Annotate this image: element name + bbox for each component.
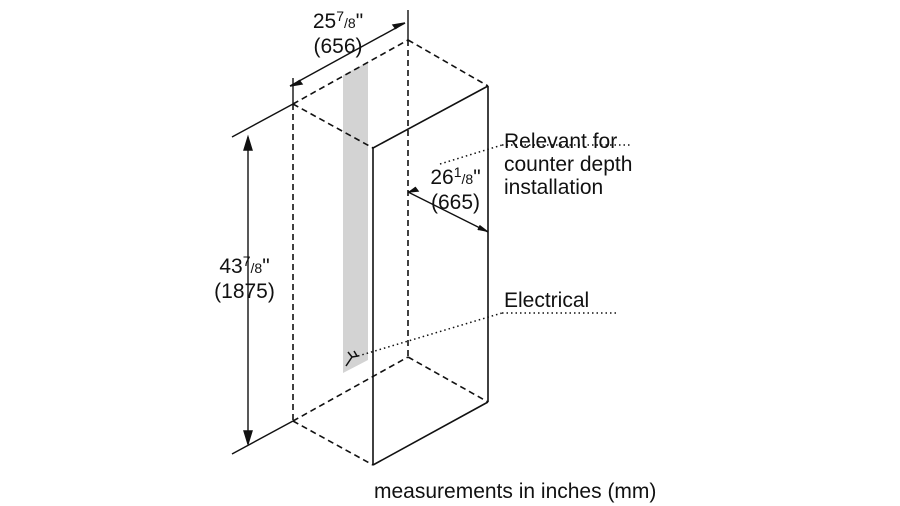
plug-icon — [345, 350, 359, 367]
width-dimension — [289, 10, 409, 104]
depth-metric: (665) — [430, 191, 481, 214]
counter-depth-callout: Relevant for counter depth installation — [504, 130, 632, 199]
cabinet-outline — [372, 85, 489, 466]
width-metric: (656) — [313, 35, 363, 58]
measurement-units-note: measurements in inches (mm) — [374, 480, 657, 503]
electrical-leader — [357, 312, 503, 357]
depth-label: 261/8" (665) — [418, 164, 493, 214]
callout-line: installation — [504, 176, 604, 199]
width-inches: 257/8" — [312, 8, 364, 33]
height-metric: (1875) — [214, 280, 275, 303]
electrical-zone-strip — [343, 62, 368, 373]
callout-line: Relevant for — [504, 130, 618, 153]
electrical-callout: Electrical — [504, 289, 590, 312]
niche-outline — [292, 39, 489, 466]
callout-line: counter depth — [504, 153, 633, 176]
counter-depth-leader — [439, 144, 503, 165]
depth-inches: 261/8" — [430, 164, 481, 189]
depth-dimension — [407, 186, 489, 233]
height-dimension — [231, 103, 294, 455]
height-label: 437/8" (1875) — [202, 253, 287, 303]
width-label: 257/8" (656) — [298, 8, 378, 58]
leader-lines — [357, 144, 630, 357]
height-inches: 437/8" — [219, 253, 270, 278]
